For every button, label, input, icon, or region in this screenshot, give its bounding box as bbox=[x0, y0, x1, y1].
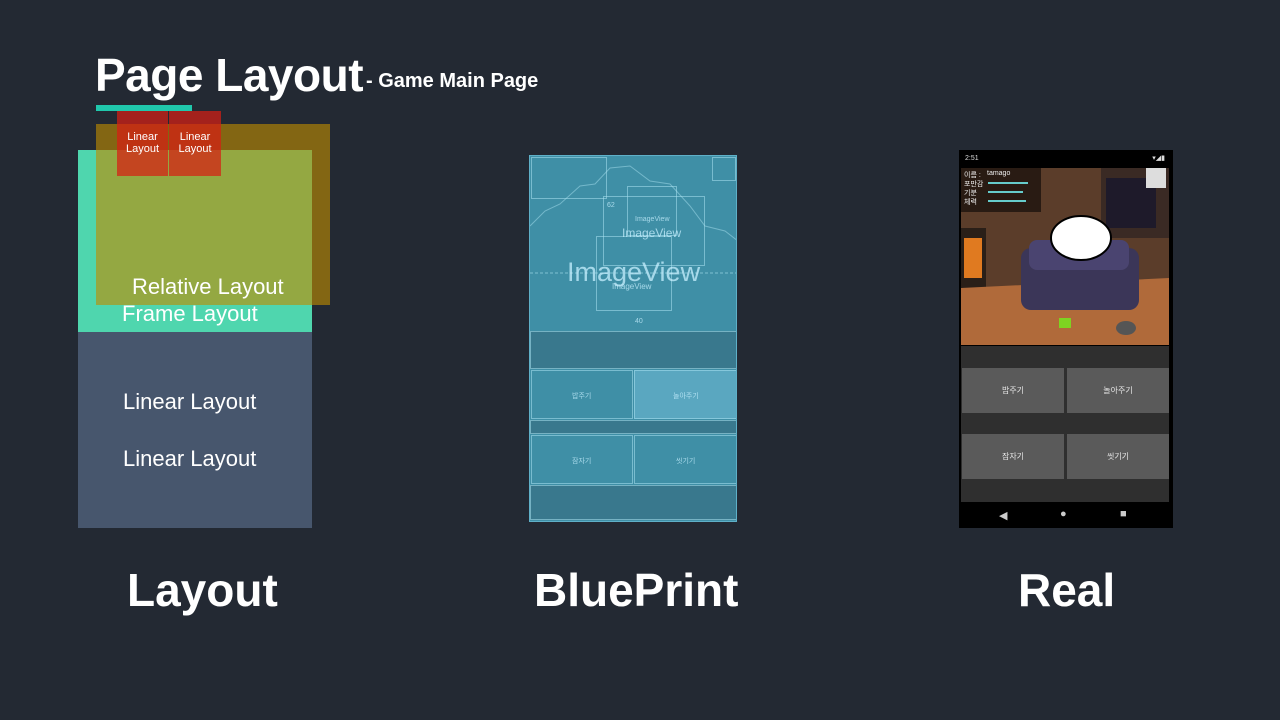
blueprint-imageview-small-bottom: ImageView bbox=[612, 282, 652, 291]
layout-caption: Layout bbox=[127, 564, 278, 616]
blueprint-imageview-big: ImageView bbox=[567, 257, 701, 287]
blueprint-btn-4 bbox=[634, 435, 736, 484]
game-scene: 이름 : tamago 포만감 기분 체력 bbox=[961, 168, 1169, 345]
blueprint-imageview-frame bbox=[603, 196, 705, 266]
blueprint-bubble-frame bbox=[627, 186, 677, 236]
blueprint-corner-box bbox=[712, 157, 736, 181]
blueprint-imageview-small-top: ImageView bbox=[635, 216, 670, 223]
room-illustration bbox=[961, 168, 1169, 345]
sleep-button[interactable]: 잠자기 bbox=[962, 434, 1064, 479]
blueprint-row-3 bbox=[530, 485, 736, 520]
blueprint-btn-4-label: 씻기기 bbox=[676, 458, 696, 465]
linear-small-1-line1: Linear bbox=[127, 131, 158, 143]
linear-layout-label-1: Linear Layout bbox=[123, 389, 257, 414]
blueprint-caption: BluePrint bbox=[534, 564, 739, 616]
blueprint-btn-2 bbox=[634, 370, 736, 419]
stat-label-2: 기분 bbox=[964, 190, 977, 197]
linear-layout-small-1: Linear Layout bbox=[117, 111, 168, 176]
linear-layout-small-2: Linear Layout bbox=[169, 111, 221, 176]
blueprint-btn-1 bbox=[531, 370, 633, 419]
title-underline bbox=[96, 105, 192, 111]
blueprint-row-2 bbox=[530, 420, 736, 434]
relative-layout-label: Relative Layout bbox=[132, 274, 284, 299]
blueprint-view: ImageView ImageView ImageView ImageView … bbox=[529, 155, 737, 522]
blueprint-mountain-outline bbox=[530, 165, 736, 274]
linear-small-2-line1: Linear bbox=[179, 131, 211, 143]
game-button-area: 밥주기 놀아주기 잠자기 씻기기 bbox=[961, 346, 1169, 502]
name-label: 이름 : bbox=[964, 172, 981, 179]
blueprint-character-frame bbox=[596, 236, 672, 311]
stat-label-3: 체력 bbox=[964, 199, 977, 206]
play-button[interactable]: 놀아주기 bbox=[1067, 368, 1169, 413]
page-title: Page Layout bbox=[95, 49, 364, 101]
home-icon[interactable]: ● bbox=[1060, 508, 1067, 520]
wash-button[interactable]: 씻기기 bbox=[1067, 434, 1169, 479]
blueprint-status-box bbox=[531, 157, 607, 199]
back-icon[interactable]: ◀ bbox=[999, 510, 1008, 522]
blueprint-dim-bottom: 40 bbox=[635, 318, 643, 325]
stat-label-1: 포만감 bbox=[964, 181, 984, 188]
blueprint-btn-1-label: 밥주기 bbox=[572, 393, 592, 400]
linear-small-1-line2: Layout bbox=[125, 143, 160, 155]
stat-bar-3 bbox=[988, 200, 1026, 202]
real-caption: Real bbox=[1018, 564, 1116, 616]
linear-layout-block bbox=[78, 330, 312, 528]
stat-bar-1 bbox=[988, 182, 1028, 184]
android-navbar: ◀ ● ■ bbox=[959, 502, 1173, 528]
blueprint-btn-2-label: 놀아주기 bbox=[673, 393, 699, 400]
linear-layout-label-2: Linear Layout bbox=[123, 446, 257, 471]
linear-small-2-line2: Layout bbox=[178, 143, 212, 155]
blueprint-row-1 bbox=[530, 331, 736, 369]
recents-icon[interactable]: ■ bbox=[1120, 508, 1127, 520]
phone-screenshot: 2:51 ▾◢▮ 이름 : tamago 포만감 기분 체력 밥주기 놀아주기 … bbox=[959, 150, 1173, 528]
blueprint-btn-3-label: 잠자기 bbox=[572, 458, 592, 465]
status-time: 2:51 bbox=[965, 155, 979, 162]
page-subtitle: - Game Main Page bbox=[366, 70, 539, 92]
frame-layout-label: Frame Layout bbox=[122, 301, 258, 326]
stat-bar-2 bbox=[988, 191, 1023, 193]
name-value: tamago bbox=[987, 170, 1011, 177]
feed-button[interactable]: 밥주기 bbox=[962, 368, 1064, 413]
blueprint-dim-top: 62 bbox=[607, 202, 615, 209]
blueprint-btn-3 bbox=[531, 435, 633, 484]
status-icons: ▾◢▮ bbox=[1152, 155, 1165, 162]
blueprint-imageview-mid: ImageView bbox=[622, 226, 682, 240]
